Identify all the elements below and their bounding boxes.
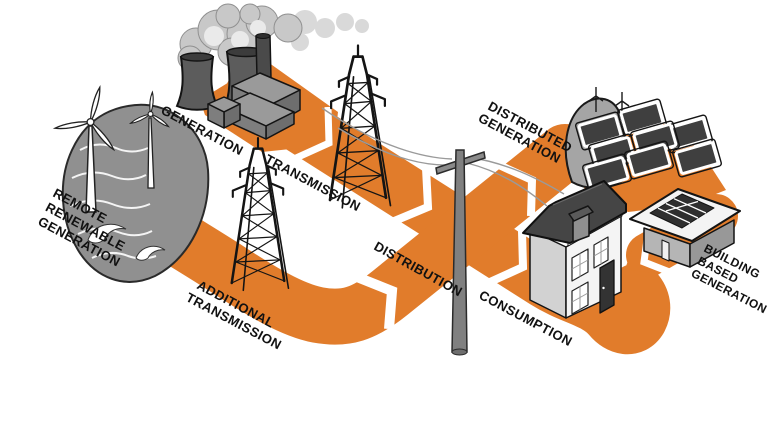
chevron-transmission: [294, 106, 333, 162]
wave-crest: [87, 223, 127, 244]
distributed-generation-illustration: [564, 87, 724, 195]
distribution-pole-illustration: [321, 107, 565, 356]
plant-buildings: [207, 72, 301, 140]
house-illustration: [522, 180, 627, 319]
solar-grid-lines: [657, 198, 707, 224]
chevron-distributed: [497, 161, 537, 217]
power-plant-illustration: [175, 3, 369, 140]
wind-turbine-icon: [52, 85, 116, 213]
house-door: [599, 259, 615, 314]
chevron-before-pole: [390, 167, 433, 226]
building-based-generation-illustration: [629, 188, 741, 268]
chevron-consumption: [488, 230, 528, 286]
garage-right-wall: [689, 219, 735, 268]
wave-crest: [135, 245, 166, 261]
smoke-clouds: [177, 3, 369, 71]
wind-turbine-icon: [128, 90, 170, 189]
chevron-distribution-in: [355, 272, 398, 330]
pole: [451, 149, 468, 353]
garage-door: [661, 239, 670, 262]
remote-renewable-illustration: [52, 85, 210, 283]
window-sashes: [571, 241, 609, 310]
chimney-cap: [568, 205, 594, 222]
